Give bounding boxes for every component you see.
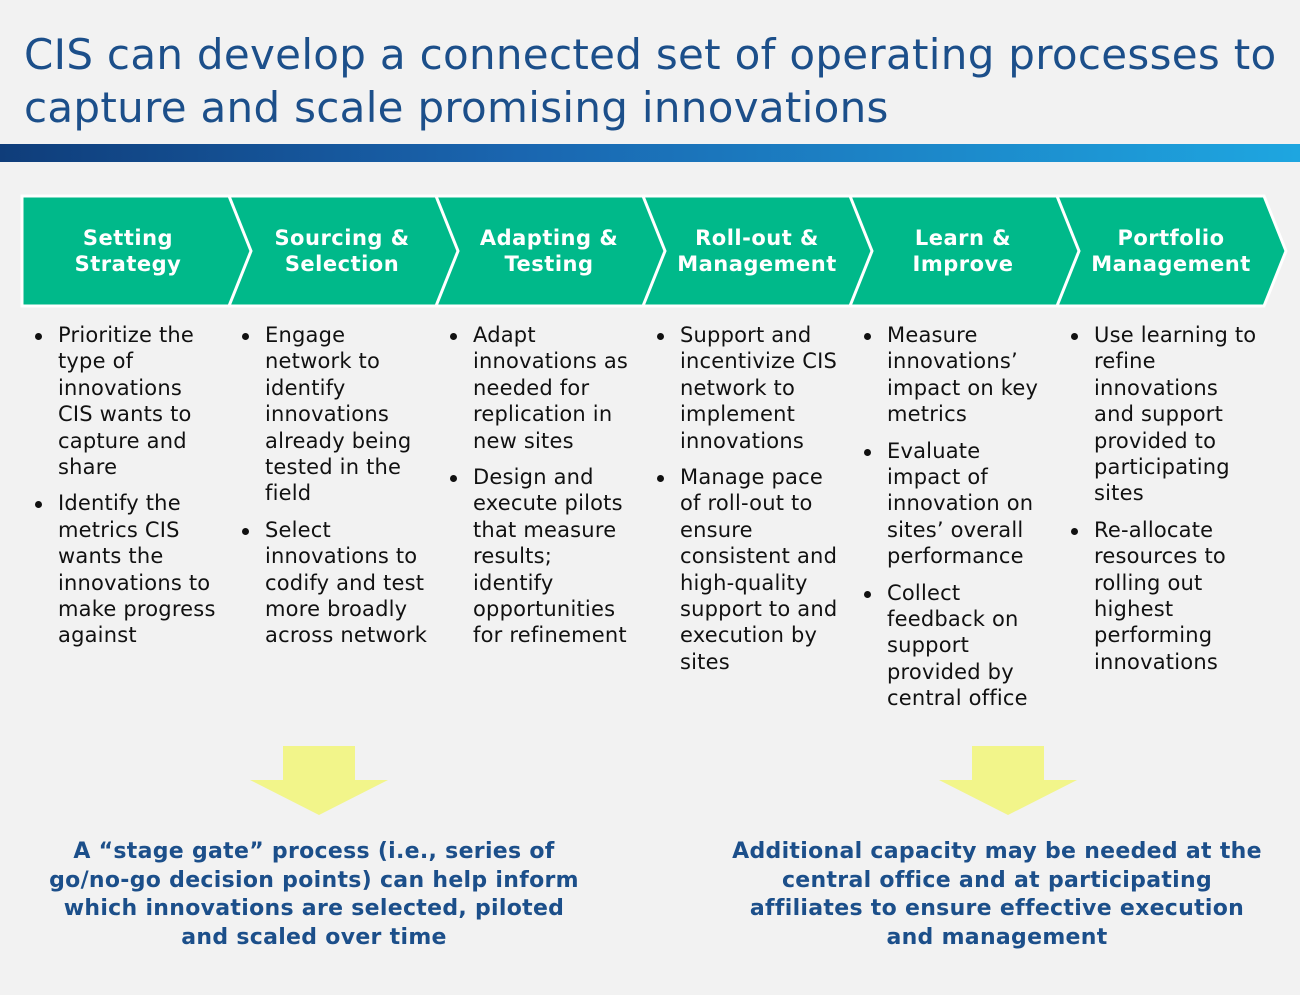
stage-label-learn-improve: Learn & Improve: [912, 226, 1014, 276]
stage-bullets-setting-strategy: Prioritize the type of innovations CIS w…: [22, 322, 222, 659]
bullet-item: Re-allocate resources to rolling out hig…: [1058, 517, 1258, 675]
stage-bullets-adapting-testing: Adapt innovations as needed for replicat…: [437, 322, 637, 659]
bullet-item: Select innovations to codify and test mo…: [229, 517, 429, 649]
down-arrow-right: [939, 746, 1077, 815]
stage-bullets-rollout-management: Support and incentivize CIS network to i…: [644, 322, 844, 685]
bullet-item: Evaluate impact of innovation on sites’ …: [851, 438, 1051, 570]
stage-label-portfolio-management: Portfolio Management: [1091, 226, 1251, 276]
stage-label-sourcing-selection: Sourcing & Selection: [274, 226, 410, 276]
note-additional-capacity: Additional capacity may be needed at the…: [732, 839, 1262, 950]
stage-label-rollout-management: Roll-out & Management: [677, 226, 837, 276]
stage-label-setting-strategy: Setting Strategy: [74, 226, 182, 276]
page-title: CIS can develop a connected set of opera…: [24, 30, 1277, 132]
stage-bullets-portfolio-management: Use learning to refine innovations and s…: [1058, 322, 1258, 685]
bullet-item: Use learning to refine innovations and s…: [1058, 322, 1258, 507]
title-divider: [0, 144, 1300, 162]
note-stage-gate: A “stage gate” process (i.e., series of …: [49, 839, 579, 950]
bullet-item: Engage network to identify innovations a…: [229, 322, 429, 507]
stage-bullets-learn-improve: Measure innovations’ impact on key metri…: [851, 322, 1051, 722]
stage-label-adapting-testing: Adapting & Testing: [479, 226, 619, 276]
bullet-item: Collect feedback on support provided by …: [851, 580, 1051, 712]
bullet-item: Measure innovations’ impact on key metri…: [851, 322, 1051, 428]
bullet-item: Identify the metrics CIS wants the innov…: [22, 490, 222, 648]
bullet-item: Support and incentivize CIS network to i…: [644, 322, 844, 454]
bullet-item: Manage pace of roll-out to ensure consis…: [644, 464, 844, 675]
bullet-item: Adapt innovations as needed for replicat…: [437, 322, 637, 454]
bullet-item: Design and execute pilots that measure r…: [437, 464, 637, 649]
stage-bullets-sourcing-selection: Engage network to identify innovations a…: [229, 322, 429, 659]
down-arrow-left: [250, 746, 388, 815]
bullet-item: Prioritize the type of innovations CIS w…: [22, 322, 222, 480]
